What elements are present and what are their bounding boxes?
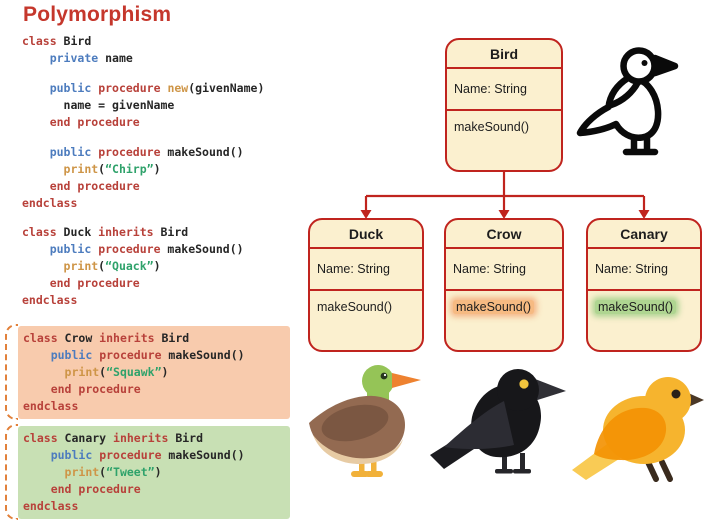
code-line: class Duck inherits Bird [22,225,189,239]
code-line: public procedure makeSound() [49,145,244,159]
code-line: public procedure makeSound() [49,242,244,256]
uml-class-method: makeSound() [588,291,700,314]
uml-class-attribute: Name: String [447,67,561,111]
uml-class-duck: Duck Name: String makeSound() [308,218,424,352]
code-line [22,131,264,144]
code-block-duck-class: class Duck inherits Bird public procedur… [22,224,244,309]
uml-class-attribute: Name: String [588,247,700,291]
code-line: print(“Chirp”) [63,162,161,176]
code-block-bird-class: class Bird private name public procedure… [22,33,264,212]
code-line: endclass [22,293,78,307]
crow-bracket-icon [5,324,18,420]
uml-class-method: makeSound() [446,291,562,314]
uml-class-title: Bird [490,45,518,62]
canary-bracket-icon [5,424,18,520]
code-line: print(“Squawk”) [64,365,169,379]
code-line: class Canary inherits Bird [23,431,204,445]
code-line: public procedure new(givenName) [49,81,265,95]
crow-icon [430,369,566,474]
code-line: end procedure [50,482,141,496]
code-line: class Crow inherits Bird [23,331,190,345]
code-block-canary-class: class Canary inherits Bird public proced… [23,430,245,515]
code-line: private name [49,51,133,65]
crow-code-highlight: class Crow inherits Bird public procedur… [18,326,290,419]
uml-class-method: makeSound() [317,300,393,314]
page-title: Polymorphism [23,3,172,26]
code-line: endclass [23,399,79,413]
code-line: endclass [23,499,79,513]
uml-class-method: makeSound() [454,120,530,134]
code-line: end procedure [49,179,140,193]
code-line: end procedure [49,115,140,129]
uml-class-attribute: Name: String [446,247,562,291]
code-line: end procedure [50,382,141,396]
duck-icon [309,365,421,477]
uml-class-attribute: Name: String [310,247,422,291]
uml-class-crow: Crow Name: String makeSound() [444,218,564,352]
uml-class-title: Crow [486,225,522,242]
code-line: name = givenName [22,98,175,112]
code-line [22,67,264,80]
code-line: print(“Tweet”) [64,465,162,479]
bird-outline-icon [576,47,679,156]
inheritance-connector [360,171,650,219]
code-line: public procedure makeSound() [50,348,245,362]
code-line: class Bird [22,34,92,48]
uml-class-title: Canary [620,225,668,242]
canary-icon [572,377,704,482]
canary-code-highlight: class Canary inherits Bird public proced… [18,426,290,519]
uml-class-bird: Bird Name: String makeSound() [445,38,563,172]
code-line: end procedure [49,276,140,290]
code-block-crow-class: class Crow inherits Bird public procedur… [23,330,245,415]
code-line: public procedure makeSound() [50,448,245,462]
uml-class-canary: Canary Name: String makeSound() [586,218,702,352]
code-line: endclass [22,196,78,210]
uml-class-title: Duck [348,225,384,242]
code-line: print(“Quack”) [63,259,161,273]
